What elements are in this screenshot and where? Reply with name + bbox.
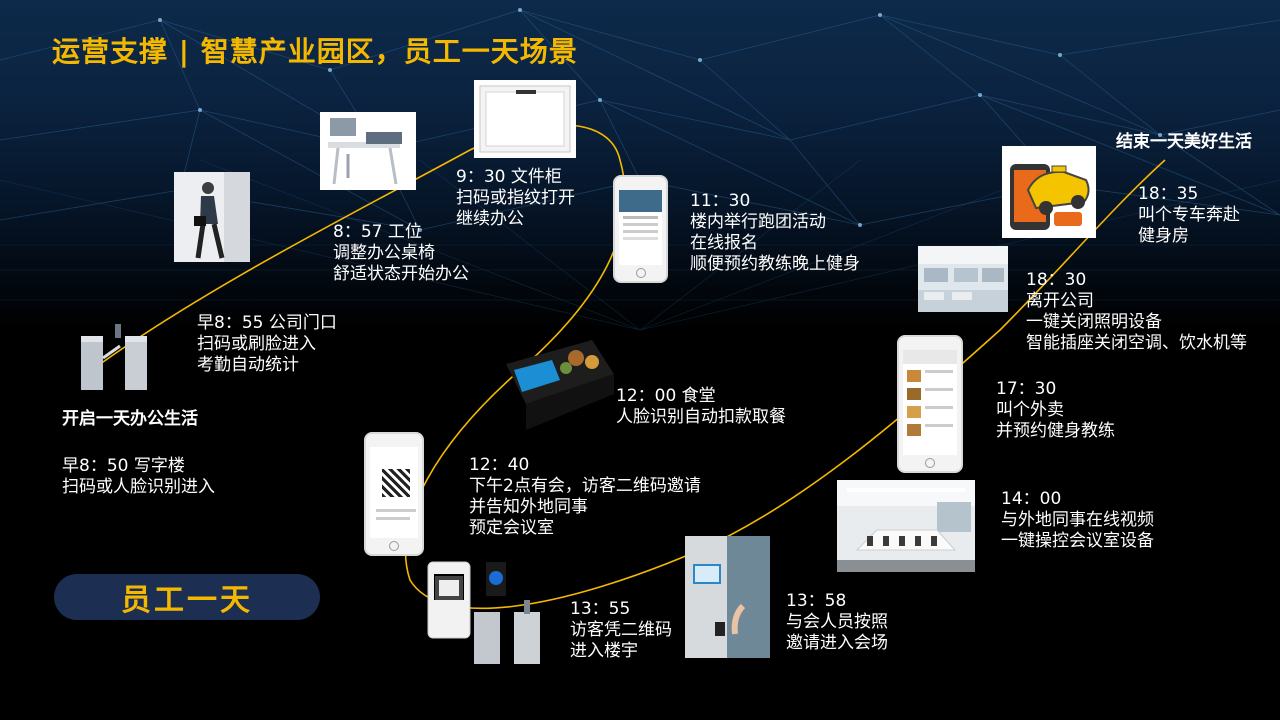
phone-visitor-qr-image [364, 432, 424, 556]
file-cabinet-image [474, 80, 576, 158]
employee-day-badge: 员工一天 [54, 574, 320, 620]
meeting-room-access-image [685, 536, 770, 658]
step-0850: 早8：50 写字楼 扫码或人脸识别进入 [62, 456, 215, 497]
employee-walking-image [174, 172, 250, 262]
conference-room-image [837, 480, 975, 572]
office-desk-image [320, 112, 416, 190]
phone-running-club-image [613, 175, 668, 283]
visitor-gate-image [426, 556, 548, 666]
step-1240: 12：40 下午2点有会，访客二维码邀请 并告知外地同事 预定会议室 [469, 455, 701, 538]
step-1200: 12：00 食堂 人脸识别自动扣款取餐 [616, 386, 786, 427]
step-0857: 8：57 工位 调整办公桌椅 舒适状态开始办公 [333, 222, 469, 284]
end-label: 结束一天美好生活 [1116, 132, 1252, 152]
step-1730: 17：30 叫个外卖 并预约健身教练 [996, 379, 1115, 441]
step-1358: 13：58 与会人员按照 邀请进入会场 [786, 591, 888, 653]
step-1130: 11：30 楼内举行跑团活动 在线报名 顺便预约教练晚上健身 [690, 191, 860, 274]
step-0855: 早8：55 公司门口 扫码或刷脸进入 考勤自动统计 [197, 313, 337, 375]
taxi-app-image [1002, 146, 1096, 238]
turnstile-image [75, 318, 155, 392]
phone-takeaway-image [897, 335, 963, 473]
step-1835: 18：35 叫个专车奔赴 健身房 [1138, 184, 1240, 246]
canteen-terminal-image [496, 334, 616, 438]
step-1400: 14：00 与外地同事在线视频 一键操控会议室设备 [1001, 489, 1154, 551]
step-1830: 18：30 离开公司 一键关闭照明设备 智能插座关闭空调、饮水机等 [1026, 270, 1247, 353]
office-floor-image [918, 246, 1008, 312]
start-label: 开启一天办公生活 [62, 409, 198, 429]
step-1355: 13：55 访客凭二维码 进入楼宇 [570, 599, 672, 661]
page-title: 运营支撑 | 智慧产业园区，员工一天场景 [52, 35, 578, 68]
step-0930: 9：30 文件柜 扫码或指纹打开 继续办公 [456, 167, 575, 229]
